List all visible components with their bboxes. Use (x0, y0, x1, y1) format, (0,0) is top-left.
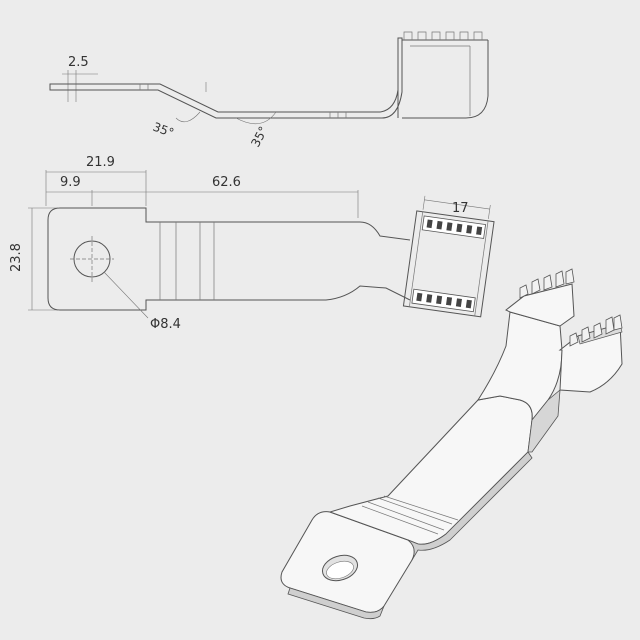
iso-teeth (519, 268, 623, 347)
iso-tooth (531, 278, 541, 295)
dim-23-8-label: 23.8 (9, 243, 24, 272)
iso-groove-2 (367, 501, 445, 531)
tooth (446, 222, 453, 231)
tooth (436, 220, 443, 230)
bend-angle-arc-right (235, 111, 277, 125)
dim-21-9-label: 21.9 (86, 155, 115, 170)
tooth (466, 225, 473, 234)
side-strip-profile (49, 37, 403, 119)
thickness-label: 2.5 (68, 55, 89, 70)
iso-tooth (543, 274, 553, 291)
tooth (436, 295, 443, 305)
tooth (456, 223, 463, 233)
iso-strip-edge (407, 451, 533, 561)
bend-angle-left-label: 35° (151, 120, 176, 140)
tooth (465, 299, 472, 309)
tooth (416, 292, 423, 302)
hole-leader (103, 271, 149, 319)
top-crimp-cup (402, 195, 495, 318)
dim-hole-label: Φ8.4 (150, 317, 181, 332)
iso-lug-edge (287, 587, 385, 620)
iso-rising-section (476, 311, 563, 422)
iso-hole-inner (326, 560, 354, 580)
iso-groove-4 (383, 495, 459, 521)
iso-groove-3 (377, 497, 453, 525)
tooth (476, 226, 483, 236)
tooth (445, 296, 453, 306)
iso-rising-edge (527, 389, 561, 453)
side-view: 2.5 35° 35° (49, 31, 489, 149)
iso-tooth (555, 270, 565, 288)
tooth (455, 298, 462, 307)
iso-tooth (565, 268, 575, 285)
bend-angle-arc-left (175, 111, 201, 123)
tooth (426, 219, 433, 229)
iso-tooth (593, 322, 603, 339)
top-view: 21.9 9.9 62.6 23.8 Φ8.4 (9, 155, 495, 332)
iso-tooth (519, 284, 529, 299)
isometric-view (280, 268, 623, 620)
side-cup-teeth (403, 31, 483, 40)
tooth (426, 294, 433, 303)
bend-angle-right-label: 35° (248, 124, 270, 149)
iso-tooth (613, 314, 623, 331)
side-crimp-cup (397, 39, 489, 119)
cup-ext-line-right (488, 205, 491, 219)
cup-dim-line (424, 199, 490, 210)
top-cup-edge-right (474, 220, 489, 317)
top-cup-edge-left (409, 211, 424, 307)
dim-17-label: 17 (452, 201, 469, 216)
iso-groove-1 (361, 505, 439, 535)
iso-tooth (569, 332, 579, 347)
iso-strip-body (328, 395, 533, 545)
dim-9-9-label: 9.9 (60, 175, 81, 190)
top-body-outline (47, 207, 411, 311)
iso-tooth (605, 316, 615, 335)
top-cup-outline (402, 210, 495, 318)
cup-ext-line-left (422, 195, 426, 210)
dim-62-6-label: 62.6 (212, 175, 241, 190)
iso-tooth (581, 326, 591, 343)
